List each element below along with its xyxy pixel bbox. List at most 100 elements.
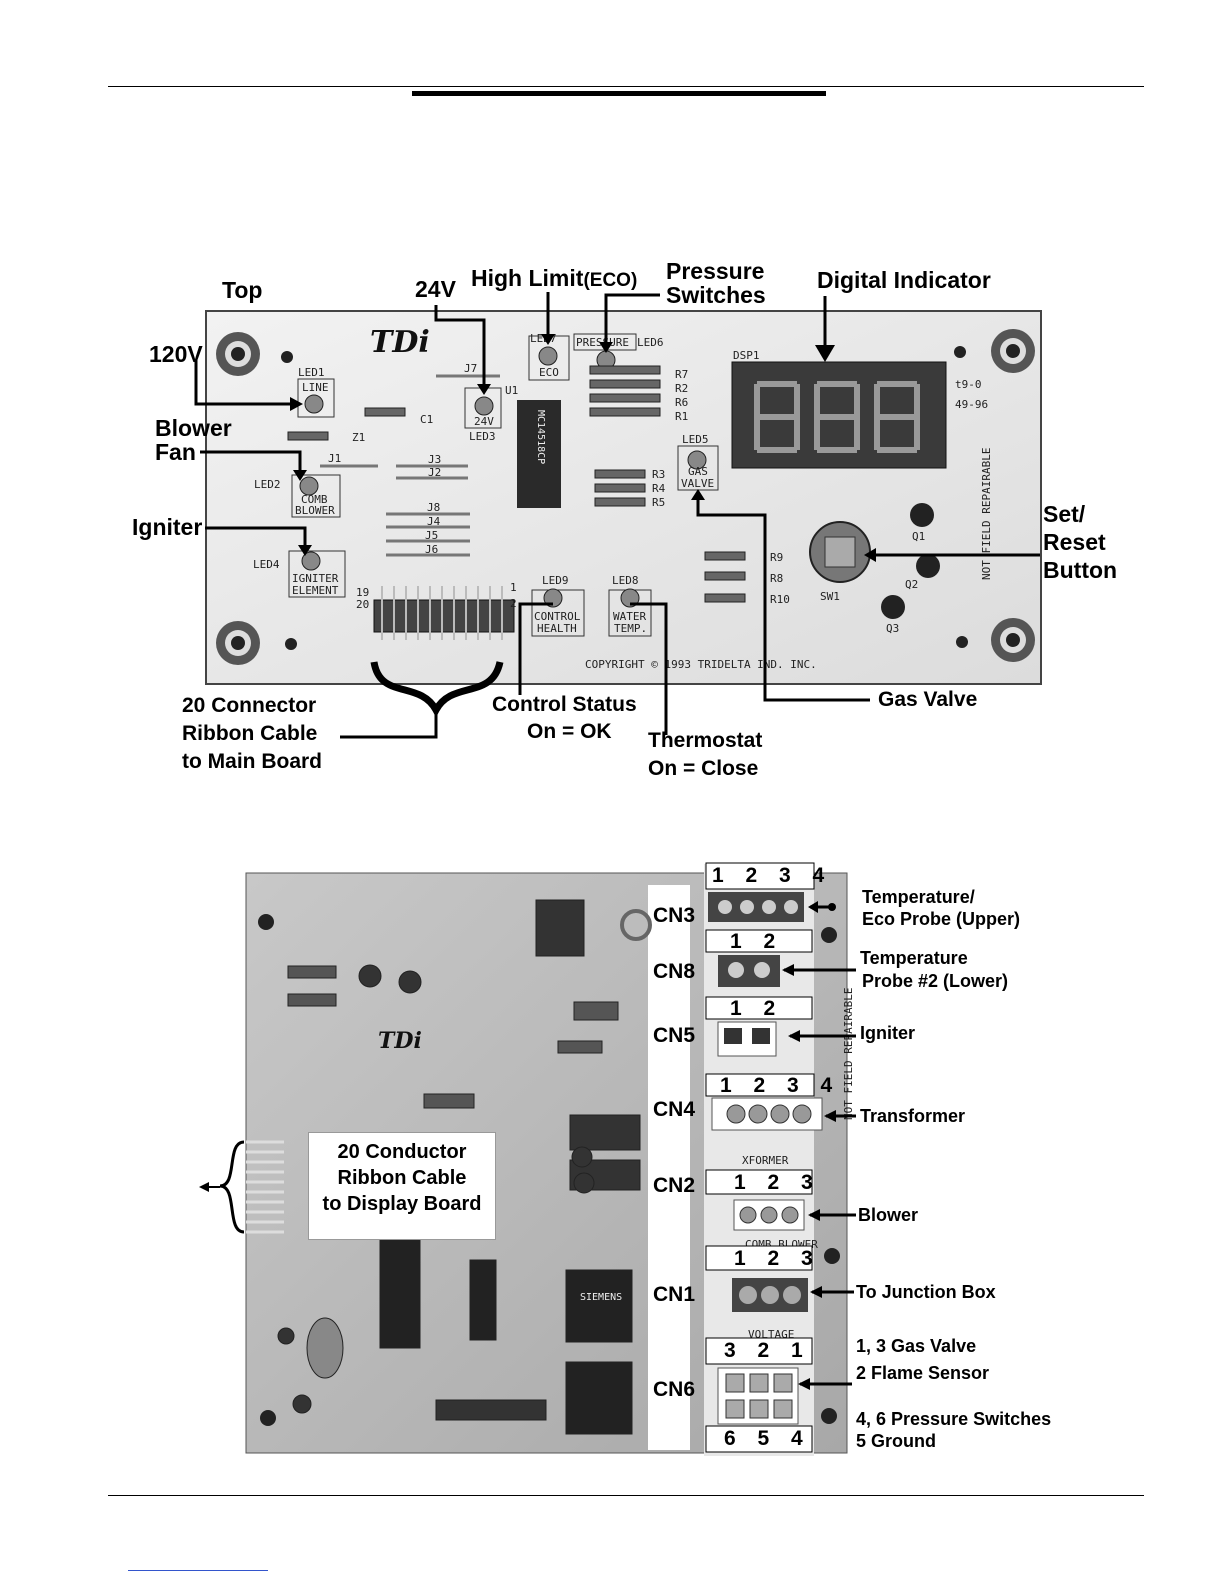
silk-copyright: COPYRIGHT © 1993 TRIDELTA IND. INC. bbox=[585, 658, 817, 671]
cn8-pins: 1 2 bbox=[730, 930, 784, 953]
silk-led2: LED2 bbox=[254, 478, 281, 491]
main-ribbon-pins bbox=[246, 1140, 284, 1234]
silk-main-not-field: NOT FIELD REPAIRABLE bbox=[842, 988, 855, 1120]
silk-code2: 49-96 bbox=[955, 398, 988, 411]
silk-u1: U1 bbox=[505, 384, 518, 397]
label-set-1: Set/ bbox=[1043, 501, 1086, 527]
silk-not-field: NOT FIELD REPAIRABLE bbox=[980, 448, 993, 580]
silk-led8: LED8 bbox=[612, 574, 639, 587]
seven-segment-digits bbox=[754, 381, 920, 453]
silk-pin19: 19 bbox=[356, 586, 369, 599]
label-control-1: Control Status bbox=[492, 693, 637, 716]
silk-line: LINE bbox=[302, 381, 329, 394]
silk-led9: LED9 bbox=[542, 574, 569, 587]
transistors bbox=[881, 503, 940, 619]
cn6-desc-4: 5 Ground bbox=[856, 1431, 936, 1451]
tdi-logo: TDi bbox=[370, 325, 430, 360]
cn5-label: CN5 bbox=[653, 1024, 696, 1047]
silk-r9: R9 bbox=[770, 551, 783, 564]
label-high-limit-main: High Limit bbox=[471, 265, 584, 291]
cn2-desc: Blower bbox=[858, 1205, 919, 1225]
led1-indicator bbox=[304, 394, 324, 414]
silk-j2: J2 bbox=[428, 466, 441, 479]
cn3-desc-2: Eco Probe (Upper) bbox=[862, 909, 1021, 929]
silk-j5: J5 bbox=[425, 529, 438, 542]
label-gas-valve: Gas Valve bbox=[878, 688, 978, 711]
cn6-desc-2: 2 Flame Sensor bbox=[856, 1363, 990, 1383]
cn2-label: CN2 bbox=[653, 1174, 696, 1197]
silk-led7: LED7 bbox=[530, 332, 557, 345]
cn4-pins: 1 2 3 4 bbox=[720, 1074, 841, 1097]
cn6-label: CN6 bbox=[653, 1378, 696, 1401]
silk-siemens: SIEMENS bbox=[580, 1292, 622, 1303]
ic-chip bbox=[517, 400, 561, 508]
connector-cn4 bbox=[711, 1097, 823, 1131]
cn6-desc-1: 1, 3 Gas Valve bbox=[856, 1336, 977, 1356]
main-ribbon-brace bbox=[219, 1140, 245, 1234]
main-ribbon-3: to Display Board bbox=[322, 1193, 482, 1215]
ribbon-out-arrow bbox=[199, 1182, 209, 1192]
silk-q2: Q2 bbox=[905, 578, 918, 591]
cn3-desc-1: Temperature/ bbox=[862, 887, 975, 907]
label-120v: 120V bbox=[149, 341, 203, 367]
footer-link-underline[interactable] bbox=[128, 1570, 268, 1571]
cn3-label: CN3 bbox=[653, 904, 696, 927]
silk-r1: R1 bbox=[675, 410, 688, 423]
label-high-limit: High Limit(ECO) bbox=[471, 265, 637, 292]
silk-j8: J8 bbox=[427, 501, 440, 514]
label-set-3: Button bbox=[1043, 557, 1118, 583]
silk-pin20: 20 bbox=[356, 598, 369, 611]
display-board: TDi LED1 LINE LED2 COMB BLOWER 24V LED3 … bbox=[194, 292, 1042, 739]
cn8-label: CN8 bbox=[653, 960, 696, 983]
silk-z1: Z1 bbox=[352, 431, 365, 444]
silk-24v: 24V bbox=[474, 415, 494, 428]
label-ribbon-1: 20 Connector bbox=[182, 694, 317, 717]
silk-c1: C1 bbox=[420, 413, 433, 426]
cn2-pins: 1 2 3 bbox=[734, 1171, 821, 1194]
silk-chip: MC14518CP bbox=[535, 410, 546, 464]
cn6-pins-bottom: 6 5 4 bbox=[724, 1427, 811, 1450]
cn5-desc: Igniter bbox=[860, 1023, 916, 1043]
led5-indicator bbox=[687, 450, 707, 470]
label-pressure-1: Pressure bbox=[666, 258, 765, 284]
label-control-2: On = OK bbox=[527, 720, 612, 743]
cn-label-strip bbox=[648, 885, 690, 1450]
header-rule bbox=[108, 86, 1144, 87]
silk-led3: LED3 bbox=[469, 430, 496, 443]
led3-indicator bbox=[474, 396, 494, 416]
silk-igniter: IGNITER bbox=[292, 572, 339, 585]
silk-gas: GAS bbox=[688, 465, 708, 478]
silk-r5: R5 bbox=[652, 496, 665, 509]
silk-comb: COMB bbox=[301, 493, 328, 506]
silk-code1: t9-0 bbox=[955, 378, 982, 391]
cn4-desc: Transformer bbox=[860, 1106, 966, 1126]
silk-j6: J6 bbox=[425, 543, 438, 556]
mounting-holes bbox=[216, 329, 1035, 665]
main-board-figure: TDi SIEMENS bbox=[0, 800, 1225, 1480]
label-thermostat-2: On = Close bbox=[648, 757, 759, 780]
connector-cn8 bbox=[718, 955, 780, 987]
cn6-pins-top: 3 2 1 bbox=[724, 1339, 811, 1362]
silk-j1: J1 bbox=[328, 452, 341, 465]
cn4-label: CN4 bbox=[653, 1098, 696, 1121]
silk-led1: LED1 bbox=[298, 366, 325, 379]
main-tdi-logo: TDi bbox=[378, 1028, 422, 1054]
silk-led6: LED6 bbox=[637, 336, 664, 349]
main-ribbon-box: 20 Conductor Ribbon Cable to Display Boa… bbox=[308, 1132, 496, 1240]
silk-element: ELEMENT bbox=[292, 584, 339, 597]
silk-temp: TEMP. bbox=[614, 622, 647, 635]
cn5-pins: 1 2 bbox=[730, 997, 784, 1020]
silk-water: WATER bbox=[613, 610, 646, 623]
silk-control: CONTROL bbox=[534, 610, 581, 623]
connector-cn2 bbox=[733, 1199, 805, 1231]
led7-indicator bbox=[538, 346, 558, 366]
silk-r3: R3 bbox=[652, 468, 665, 481]
top-heading: Top bbox=[222, 277, 263, 303]
label-ribbon-3: to Main Board bbox=[182, 750, 322, 773]
resistors-top bbox=[287, 365, 746, 603]
silk-sw1: SW1 bbox=[820, 590, 840, 603]
main-ribbon-1: 20 Conductor bbox=[337, 1141, 467, 1163]
display-board-figure: TDi LED1 LINE LED2 COMB BLOWER 24V LED3 … bbox=[132, 258, 1118, 780]
main-ribbon-2: Ribbon Cable bbox=[337, 1167, 467, 1189]
cn3-pins: 1 2 3 4 bbox=[712, 864, 833, 887]
